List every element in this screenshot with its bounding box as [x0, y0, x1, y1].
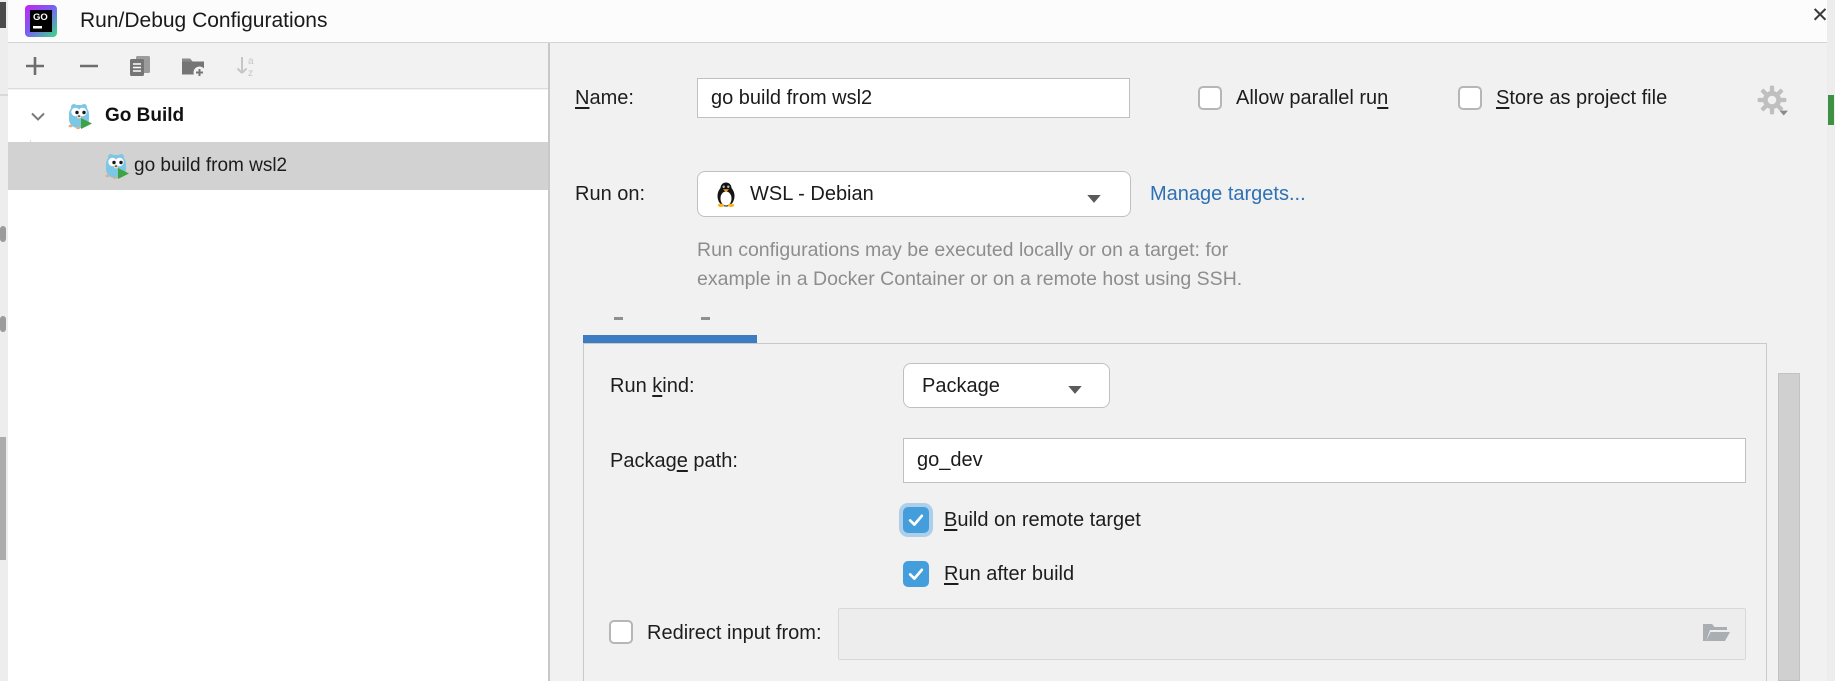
run-after-build-checkbox[interactable] [903, 561, 929, 587]
goland-logo-icon: GO [25, 5, 57, 37]
chevron-down-icon[interactable] [26, 104, 50, 128]
run-target-help-line2: example in a Docker Container or on a re… [697, 268, 1243, 290]
background-window-right-edge [1827, 0, 1835, 681]
run-kind-value: Package [922, 375, 1000, 397]
allow-parallel-run-checkbox[interactable] [1198, 86, 1222, 110]
tree-item-go-build-from-wsl2-selected[interactable]: go build from wsl2 [8, 142, 548, 190]
redirect-input-from-field [838, 608, 1746, 660]
copy-icon[interactable] [127, 53, 153, 79]
new-folder-icon[interactable] [180, 53, 206, 79]
cropped-tab-mnemonic-dash [701, 317, 710, 320]
vertical-scrollbar-thumb[interactable] [1778, 373, 1800, 681]
package-path-label: Package path: [610, 450, 738, 472]
build-on-remote-target-checkbox[interactable] [903, 507, 929, 533]
panel-divider[interactable] [548, 43, 550, 681]
dialog-title: Run/Debug Configurations [80, 9, 328, 32]
run-after-build-label: Run after build [944, 563, 1075, 585]
store-as-project-file-checkbox[interactable] [1458, 86, 1482, 110]
add-icon[interactable] [22, 53, 48, 79]
background-artifact [0, 2, 6, 28]
redirect-input-from-label: Redirect input from: [647, 622, 822, 644]
run-kind-dropdown[interactable]: Package [903, 363, 1110, 408]
run-on-dropdown[interactable]: WSL - Debian [697, 171, 1131, 217]
redirect-input-from-checkbox[interactable] [609, 620, 633, 644]
cropped-tab-mnemonic-dash [614, 317, 623, 320]
package-path-input[interactable] [903, 438, 1746, 483]
tree-item-label: go build from wsl2 [134, 155, 288, 176]
remove-icon[interactable] [76, 53, 102, 79]
gear-icon[interactable] [1756, 84, 1788, 116]
name-label: Name: [575, 87, 634, 109]
background-artifact [0, 94, 8, 96]
manage-targets-link[interactable]: Manage targets... [1150, 183, 1306, 205]
tree-item-label: Go Build [105, 105, 185, 126]
open-folder-icon[interactable] [1701, 619, 1731, 645]
close-icon[interactable]: ✕ [1811, 4, 1829, 27]
selected-tab-indicator[interactable] [583, 335, 757, 343]
run-target-help-line1: Run configurations may be executed local… [697, 239, 1229, 261]
linux-tux-icon [713, 181, 739, 207]
build-on-remote-target-label: Build on remote target [944, 509, 1141, 531]
run-on-label: Run on: [575, 183, 646, 205]
background-scrollbar-fragment [0, 437, 6, 560]
background-window-left-edge [0, 0, 8, 681]
run-kind-label: Run kind: [610, 375, 695, 397]
background-artifact [0, 316, 6, 332]
background-artifact-green [1828, 95, 1834, 125]
dropdown-arrow-icon [1087, 191, 1101, 209]
background-artifact [0, 226, 6, 242]
name-input[interactable] [697, 78, 1130, 118]
allow-parallel-run-label: Allow parallel run [1236, 87, 1389, 109]
svg-text:GO: GO [33, 12, 48, 23]
dropdown-arrow-icon [1068, 382, 1082, 400]
dialog-titlebar: GO Run/Debug Configurations ✕ [8, 0, 1829, 43]
svg-text:z: z [248, 68, 253, 79]
tree-item-go-build[interactable]: Go Build [8, 92, 548, 140]
svg-text:a: a [248, 56, 254, 67]
go-build-icon [103, 152, 131, 180]
go-build-icon [66, 102, 94, 130]
store-as-project-file-label: Store as project file [1496, 87, 1668, 109]
run-on-value: WSL - Debian [750, 183, 874, 205]
